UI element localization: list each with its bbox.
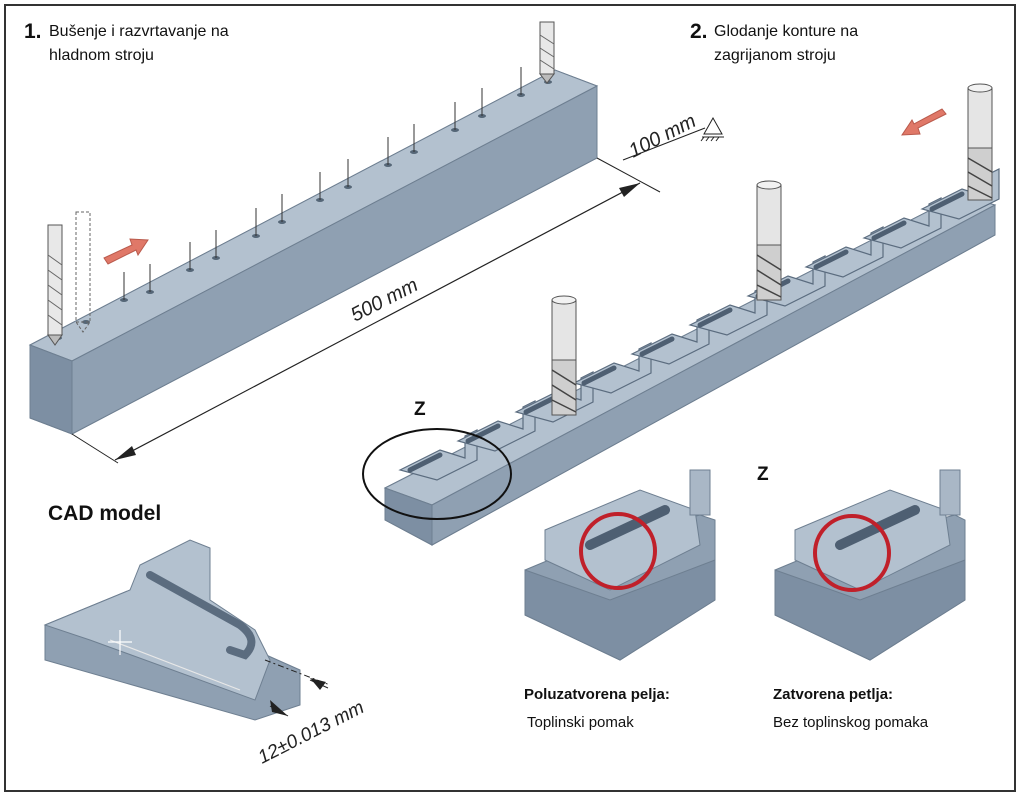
feed-arrow-right xyxy=(103,238,149,265)
contour-slot xyxy=(465,423,501,444)
detail-label-views: Z xyxy=(757,464,769,485)
highlight-semi-closed xyxy=(579,512,657,590)
contour-slot xyxy=(871,220,907,241)
cad-part xyxy=(43,539,301,721)
workpiece-bar xyxy=(28,69,599,435)
contour-slot xyxy=(697,307,733,328)
end-mill-2 xyxy=(756,180,782,301)
detail-ellipse xyxy=(362,428,512,520)
figure-frame xyxy=(4,4,1016,792)
end-mill-1 xyxy=(551,295,577,416)
contour-slot xyxy=(813,249,849,270)
drill-tool-ghost xyxy=(75,211,91,333)
step1-line2: hladnom stroju xyxy=(49,47,154,64)
step2-line2: zagrijanom stroju xyxy=(714,47,836,64)
contour-slot xyxy=(407,452,443,473)
step2-number: 2. xyxy=(690,20,708,43)
detail-semi-closed xyxy=(524,469,716,661)
datum-symbol xyxy=(700,116,724,142)
contour-slot xyxy=(929,191,965,212)
drill-tool-right xyxy=(538,21,556,84)
semi-closed-subtitle: Toplinski pomak xyxy=(527,714,634,731)
dimension-width-label: 100 mm xyxy=(625,110,699,162)
closed-title: Zatvorena petlja: xyxy=(773,686,894,703)
dimension-line-length xyxy=(114,182,641,461)
contour-slot xyxy=(581,365,617,386)
detail-label-main: Z xyxy=(414,399,426,420)
contour-slot xyxy=(523,394,559,415)
end-mill-3 xyxy=(967,83,993,201)
cad-model-title: CAD model xyxy=(48,502,162,525)
feed-arrow-left xyxy=(901,108,947,136)
detail-closed xyxy=(774,469,966,661)
step2-line1: Glodanje konture na xyxy=(714,23,859,40)
drill-tool-left xyxy=(47,224,63,346)
closed-subtitle: Bez toplinskog pomaka xyxy=(773,714,929,731)
step1-number: 1. xyxy=(24,20,42,43)
step1-line1: Bušenje i razvrtavanje na xyxy=(49,23,229,40)
highlight-closed xyxy=(813,514,891,592)
milled-contours xyxy=(398,168,1000,481)
semi-closed-title: Poluzatvorena pelja: xyxy=(524,686,670,703)
contour-slot xyxy=(639,336,675,357)
